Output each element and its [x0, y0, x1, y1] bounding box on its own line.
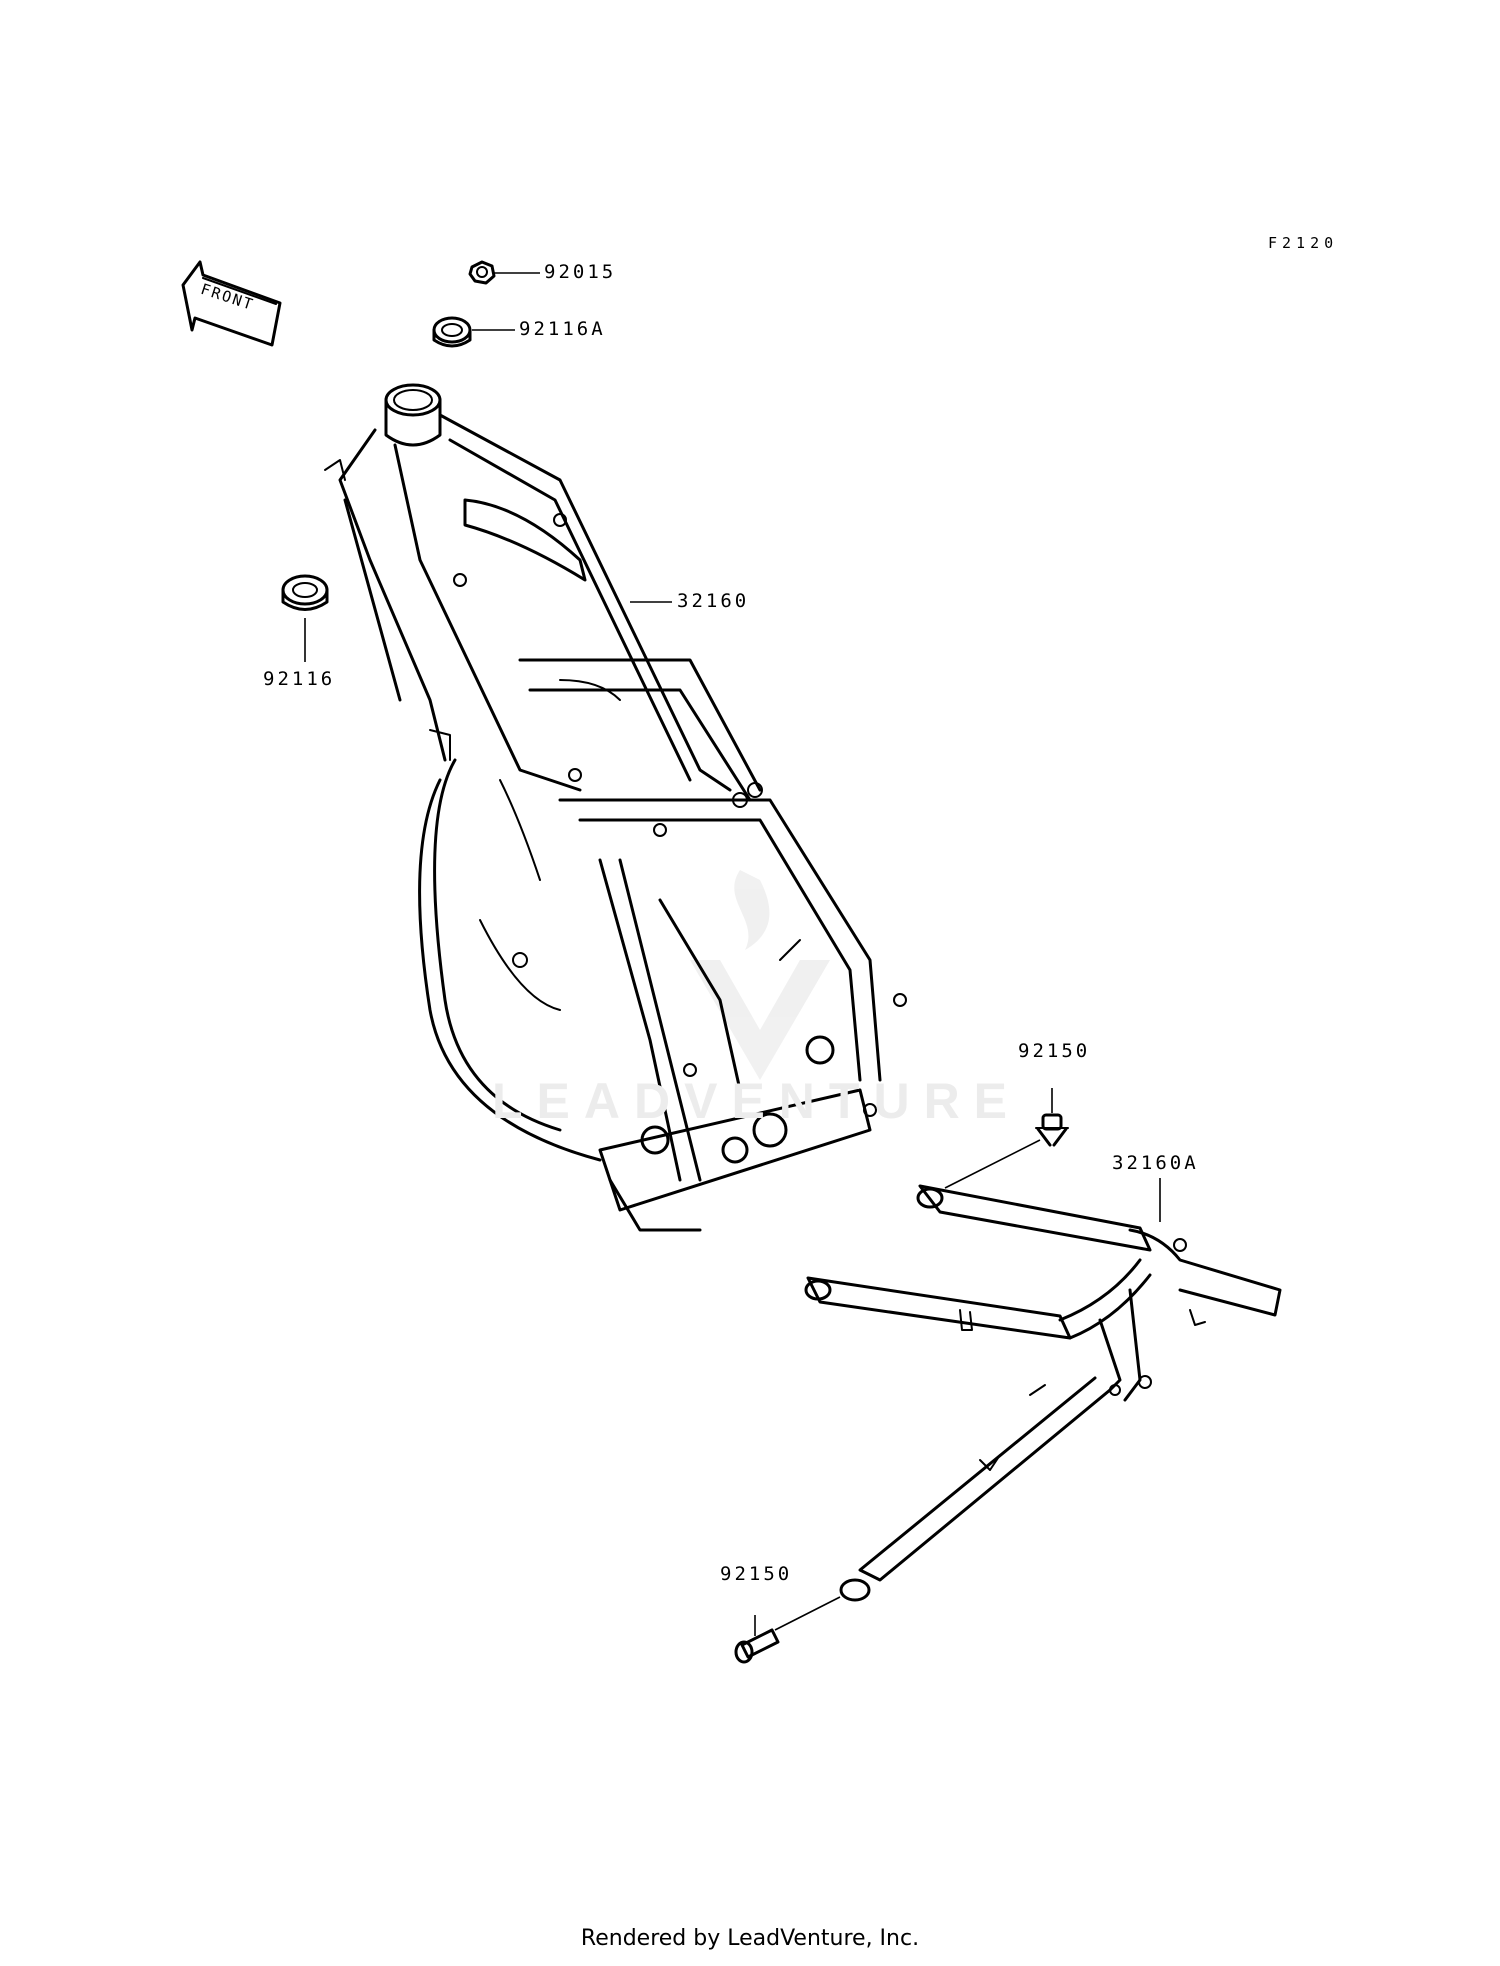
- bolt-92150-lower-icon: [734, 1628, 780, 1664]
- callout-92150-upper[interactable]: 92150: [1018, 1040, 1091, 1062]
- subframe-32160A-drawing: [804, 1184, 1282, 1602]
- callout-92116A[interactable]: 92116A: [519, 318, 606, 340]
- callout-92116[interactable]: 92116: [263, 668, 336, 690]
- front-arrow-icon: [181, 260, 282, 347]
- watermark-text: LEADVENTURE: [492, 1073, 1022, 1129]
- callout-32160A[interactable]: 32160A: [1112, 1152, 1199, 1174]
- bearing-92116A-icon: [432, 316, 472, 348]
- bearing-92116-icon: [281, 574, 329, 611]
- footer-credit: Rendered by LeadVenture, Inc.: [580, 1926, 920, 1951]
- bolt-92150-upper-icon: [1035, 1113, 1069, 1147]
- callout-92015[interactable]: 92015: [544, 261, 617, 283]
- main-frame-drawing: [324, 383, 907, 1232]
- leader-lines: [304, 272, 1161, 1636]
- callout-32160[interactable]: 32160: [677, 590, 750, 612]
- watermark-logo-icon: [690, 870, 830, 1080]
- nut-92015-icon: [468, 260, 496, 285]
- callout-92150-lower[interactable]: 92150: [720, 1563, 793, 1585]
- figure-code: F2120: [1268, 234, 1339, 252]
